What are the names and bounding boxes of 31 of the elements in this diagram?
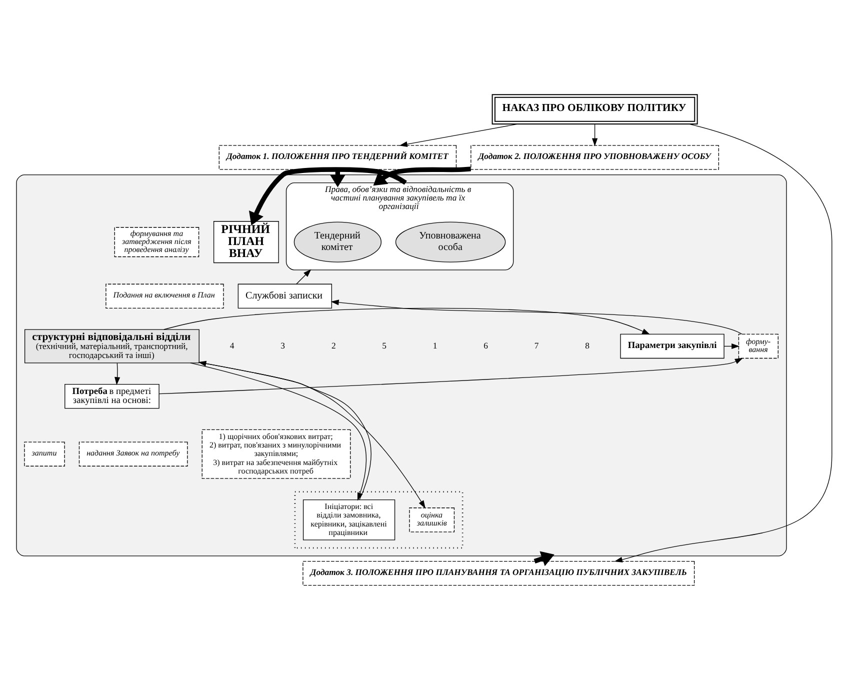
arrow xyxy=(114,362,120,386)
label: 8 xyxy=(585,340,590,351)
arrow xyxy=(592,124,598,146)
arrow xyxy=(373,166,471,186)
node-ellipse: Уповноважена особа xyxy=(395,222,506,262)
node-box: Службові записки xyxy=(238,284,332,309)
label: 7 xyxy=(534,340,539,351)
arrow xyxy=(330,300,742,334)
node-box: Параметри закупівлі xyxy=(620,334,724,359)
label: 1 xyxy=(432,340,438,351)
arrow xyxy=(399,124,518,147)
node-box: структурні відповідальні відділи (технічний, матеріальний, транспортний, господарський та інші) xyxy=(24,329,200,364)
node-box: Потреба в предметі закупівлі на основі: xyxy=(64,384,160,409)
label: 5 xyxy=(382,340,386,351)
node-box: Додаток 3. ПОЛОЖЕННЯ ПРО ПЛАНУВАННЯ ТА ОРГАНІЗАЦІЮ ПУБЛІЧНИХ ЗАКУПІВЕЛЬ xyxy=(302,560,695,586)
arrow xyxy=(158,358,743,394)
node-box: РІЧНИЙ ПЛАН ВНАУ xyxy=(213,221,279,264)
label: 2 xyxy=(332,340,336,351)
arrow xyxy=(296,269,312,284)
arrow xyxy=(614,124,832,562)
node-box: Додаток 1. ПОЛОЖЕННЯ ПРО ТЕНДЕРНИЙ КОМІТЕТ xyxy=(218,145,457,170)
arrow xyxy=(164,308,650,335)
label: 4 xyxy=(230,340,234,351)
node-box: Додаток 2. ПОЛОЖЕННЯ ПРО УПОВНОВАЖЕНУ ОСОБУ xyxy=(470,145,720,170)
arrow xyxy=(534,551,554,566)
arrow xyxy=(198,362,426,508)
label: 6 xyxy=(484,340,488,351)
node-ellipse: Тендерний комітет xyxy=(294,222,382,262)
label: 3 xyxy=(280,340,285,351)
node-box: НАКАЗ ПРО ОБЛІКОВУ ПОЛІТИКУ xyxy=(492,94,698,125)
arrow xyxy=(248,167,407,226)
